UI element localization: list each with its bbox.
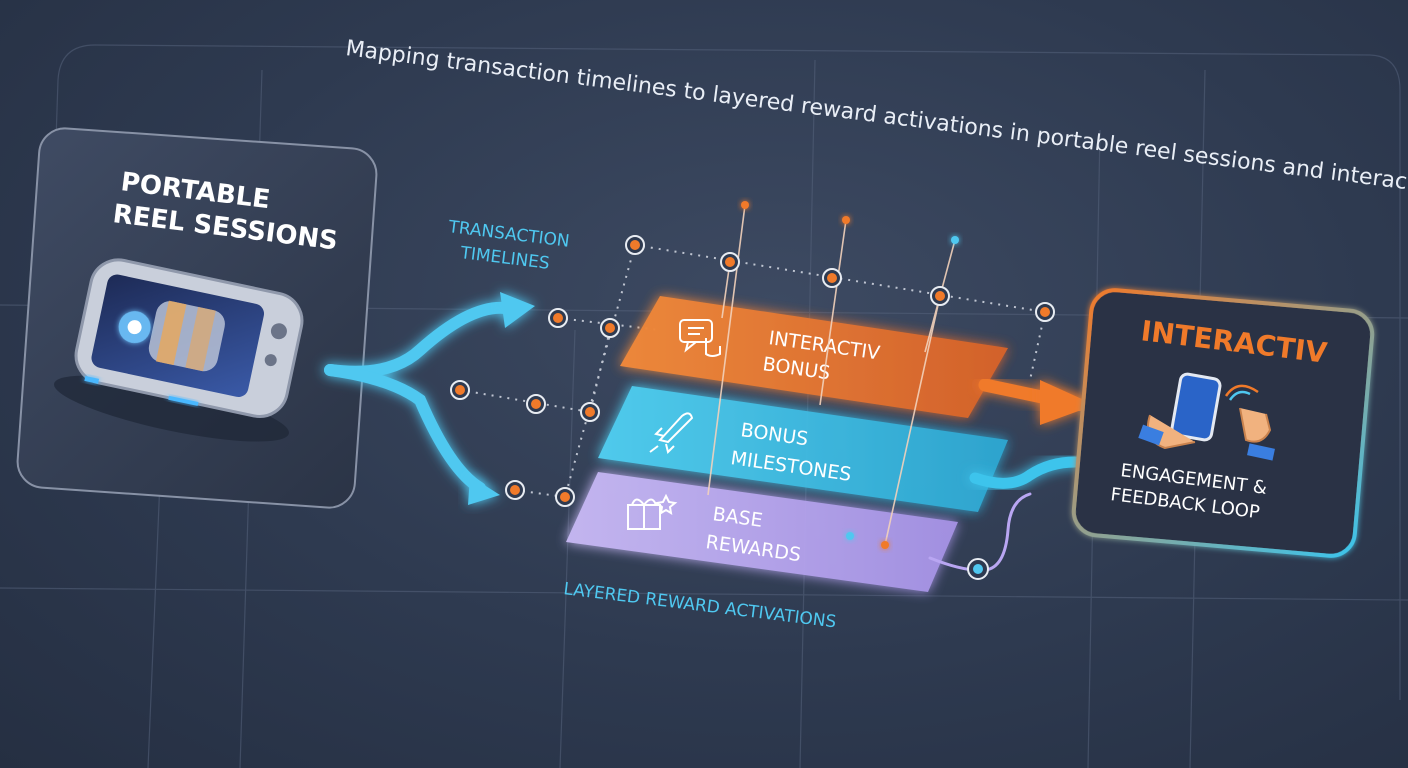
handheld-console-icon xyxy=(54,258,304,442)
flow-arrows xyxy=(324,301,511,494)
diagram-title: Mapping transaction timelines to layered… xyxy=(344,36,1408,198)
node xyxy=(625,235,645,255)
node xyxy=(505,480,525,500)
rocket-icon xyxy=(649,412,694,454)
layer-base-rewards: BASE REWARDS xyxy=(566,472,958,592)
node xyxy=(548,308,568,328)
node xyxy=(450,380,470,400)
target-card: INTERACTIV ENGAGEMENT & FEEDBACK LOOP xyxy=(1071,288,1375,558)
node xyxy=(720,252,740,272)
timeline-vertical-lines xyxy=(707,204,956,546)
node xyxy=(600,318,620,338)
node-endpoint xyxy=(741,201,749,209)
timeline-nodes xyxy=(450,201,1055,549)
node xyxy=(526,394,546,414)
node-endpoint xyxy=(951,236,959,244)
output-arrow-head xyxy=(1040,380,1095,425)
source-card: PORTABLE REEL SESSIONS xyxy=(16,127,378,509)
layer-interactiv-bonus: INTERACTIV BONUS xyxy=(620,296,1008,418)
arrow-head-lower xyxy=(468,476,500,505)
node xyxy=(555,487,575,507)
arrow-head-upper xyxy=(500,292,535,328)
node xyxy=(1035,302,1055,322)
timeline-label: TRANSACTION TIMELINES xyxy=(446,217,570,274)
junction-node xyxy=(967,558,989,580)
node xyxy=(930,286,950,306)
node xyxy=(822,268,842,288)
layer-bonus-milestones: BONUS MILESTONES xyxy=(598,386,1008,512)
layers-label: LAYERED REWARD ACTIVATIONS xyxy=(562,579,837,632)
node-endpoint xyxy=(846,532,854,540)
gift-icon xyxy=(627,493,678,530)
node-endpoint xyxy=(881,541,889,549)
node-endpoint xyxy=(842,216,850,224)
node xyxy=(580,402,600,422)
phone-touch-icon xyxy=(1138,372,1275,461)
chat-tap-icon xyxy=(679,319,721,357)
